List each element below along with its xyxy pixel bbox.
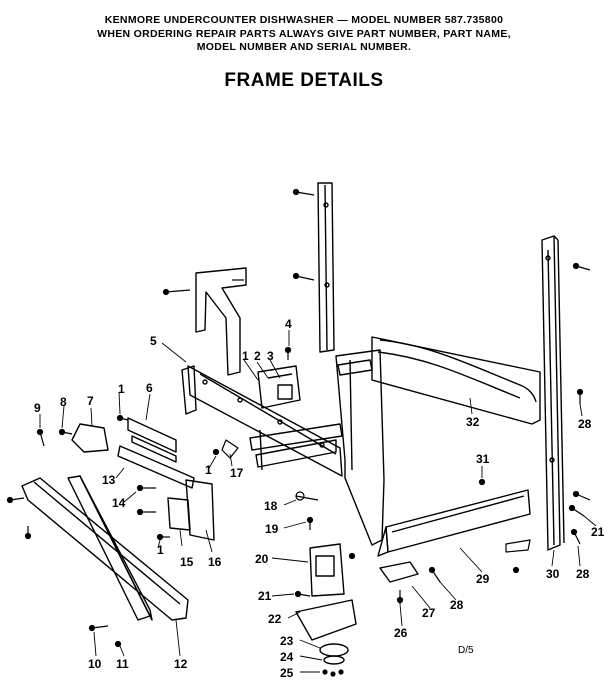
- callout-12: 12: [174, 657, 188, 671]
- bottom-support-29: [377, 489, 531, 557]
- callout-25: 25: [280, 666, 294, 680]
- callout-7: 7: [87, 394, 94, 408]
- callout-21-a: 21: [258, 589, 272, 603]
- part-2-3-bracket: [257, 365, 301, 409]
- cross-members: [249, 423, 343, 471]
- page-title: FRAME DETAILS: [224, 70, 384, 91]
- callout-1-b: 1: [118, 382, 125, 396]
- side-rail-11: [67, 475, 153, 621]
- callout-26: 26: [394, 626, 408, 640]
- rear-post-left: [317, 182, 335, 353]
- right-channel: [541, 235, 565, 551]
- callout-3: 3: [267, 349, 274, 363]
- callout-19: 19: [265, 522, 279, 536]
- callout-13: 13: [102, 473, 116, 487]
- top-rail: [371, 336, 541, 425]
- callout-30: 30: [546, 567, 560, 581]
- callout-28-a: 28: [450, 598, 464, 612]
- callout-28-c: 28: [578, 417, 592, 431]
- callout-21-b: 21: [591, 525, 605, 539]
- callout-11: 11: [116, 657, 129, 671]
- callout-9: 9: [34, 401, 41, 415]
- callout-1-a: 1: [242, 349, 249, 363]
- side-rail-12: [21, 477, 189, 621]
- callout-27: 27: [422, 606, 436, 620]
- callout-1-c: 1: [205, 463, 212, 477]
- callout-5: 5: [150, 334, 157, 348]
- hinge-parts: [71, 417, 195, 489]
- callout-24: 24: [280, 650, 294, 664]
- callout-8: 8: [60, 395, 67, 409]
- callout-20: 20: [255, 552, 269, 566]
- callout-18: 18: [264, 499, 278, 513]
- part-15-16: [167, 479, 215, 541]
- callout-16: 16: [208, 555, 222, 569]
- part-27: [379, 561, 419, 583]
- callout-32: 32: [466, 415, 480, 429]
- callout-10: 10: [88, 657, 102, 671]
- callout-17: 17: [230, 466, 244, 480]
- callout-4: 4: [285, 317, 292, 331]
- callout-6: 6: [146, 381, 153, 395]
- callout-2: 2: [254, 349, 261, 363]
- callout-15: 15: [180, 555, 194, 569]
- callout-1-d: 1: [157, 543, 164, 557]
- callout-29: 29: [476, 572, 490, 586]
- callout-23: 23: [280, 634, 294, 648]
- screws: [6, 188, 591, 677]
- header-line-3: MODEL NUMBER AND SERIAL NUMBER.: [196, 41, 412, 53]
- callout-14: 14: [112, 496, 126, 510]
- page-code: D/5: [458, 645, 474, 656]
- leader-lines: [39, 330, 597, 673]
- hinge-assembly-20: [295, 543, 357, 665]
- callout-28-b: 28: [576, 567, 590, 581]
- header-line-2: WHEN ORDERING REPAIR PARTS ALWAYS GIVE P…: [97, 28, 511, 40]
- callout-31: 31: [476, 452, 490, 466]
- center-frame: [335, 349, 385, 546]
- callout-22: 22: [268, 612, 282, 626]
- upper-left-bracket: [195, 267, 247, 376]
- header-line-1: KENMORE UNDERCOUNTER DISHWASHER — MODEL …: [104, 14, 504, 26]
